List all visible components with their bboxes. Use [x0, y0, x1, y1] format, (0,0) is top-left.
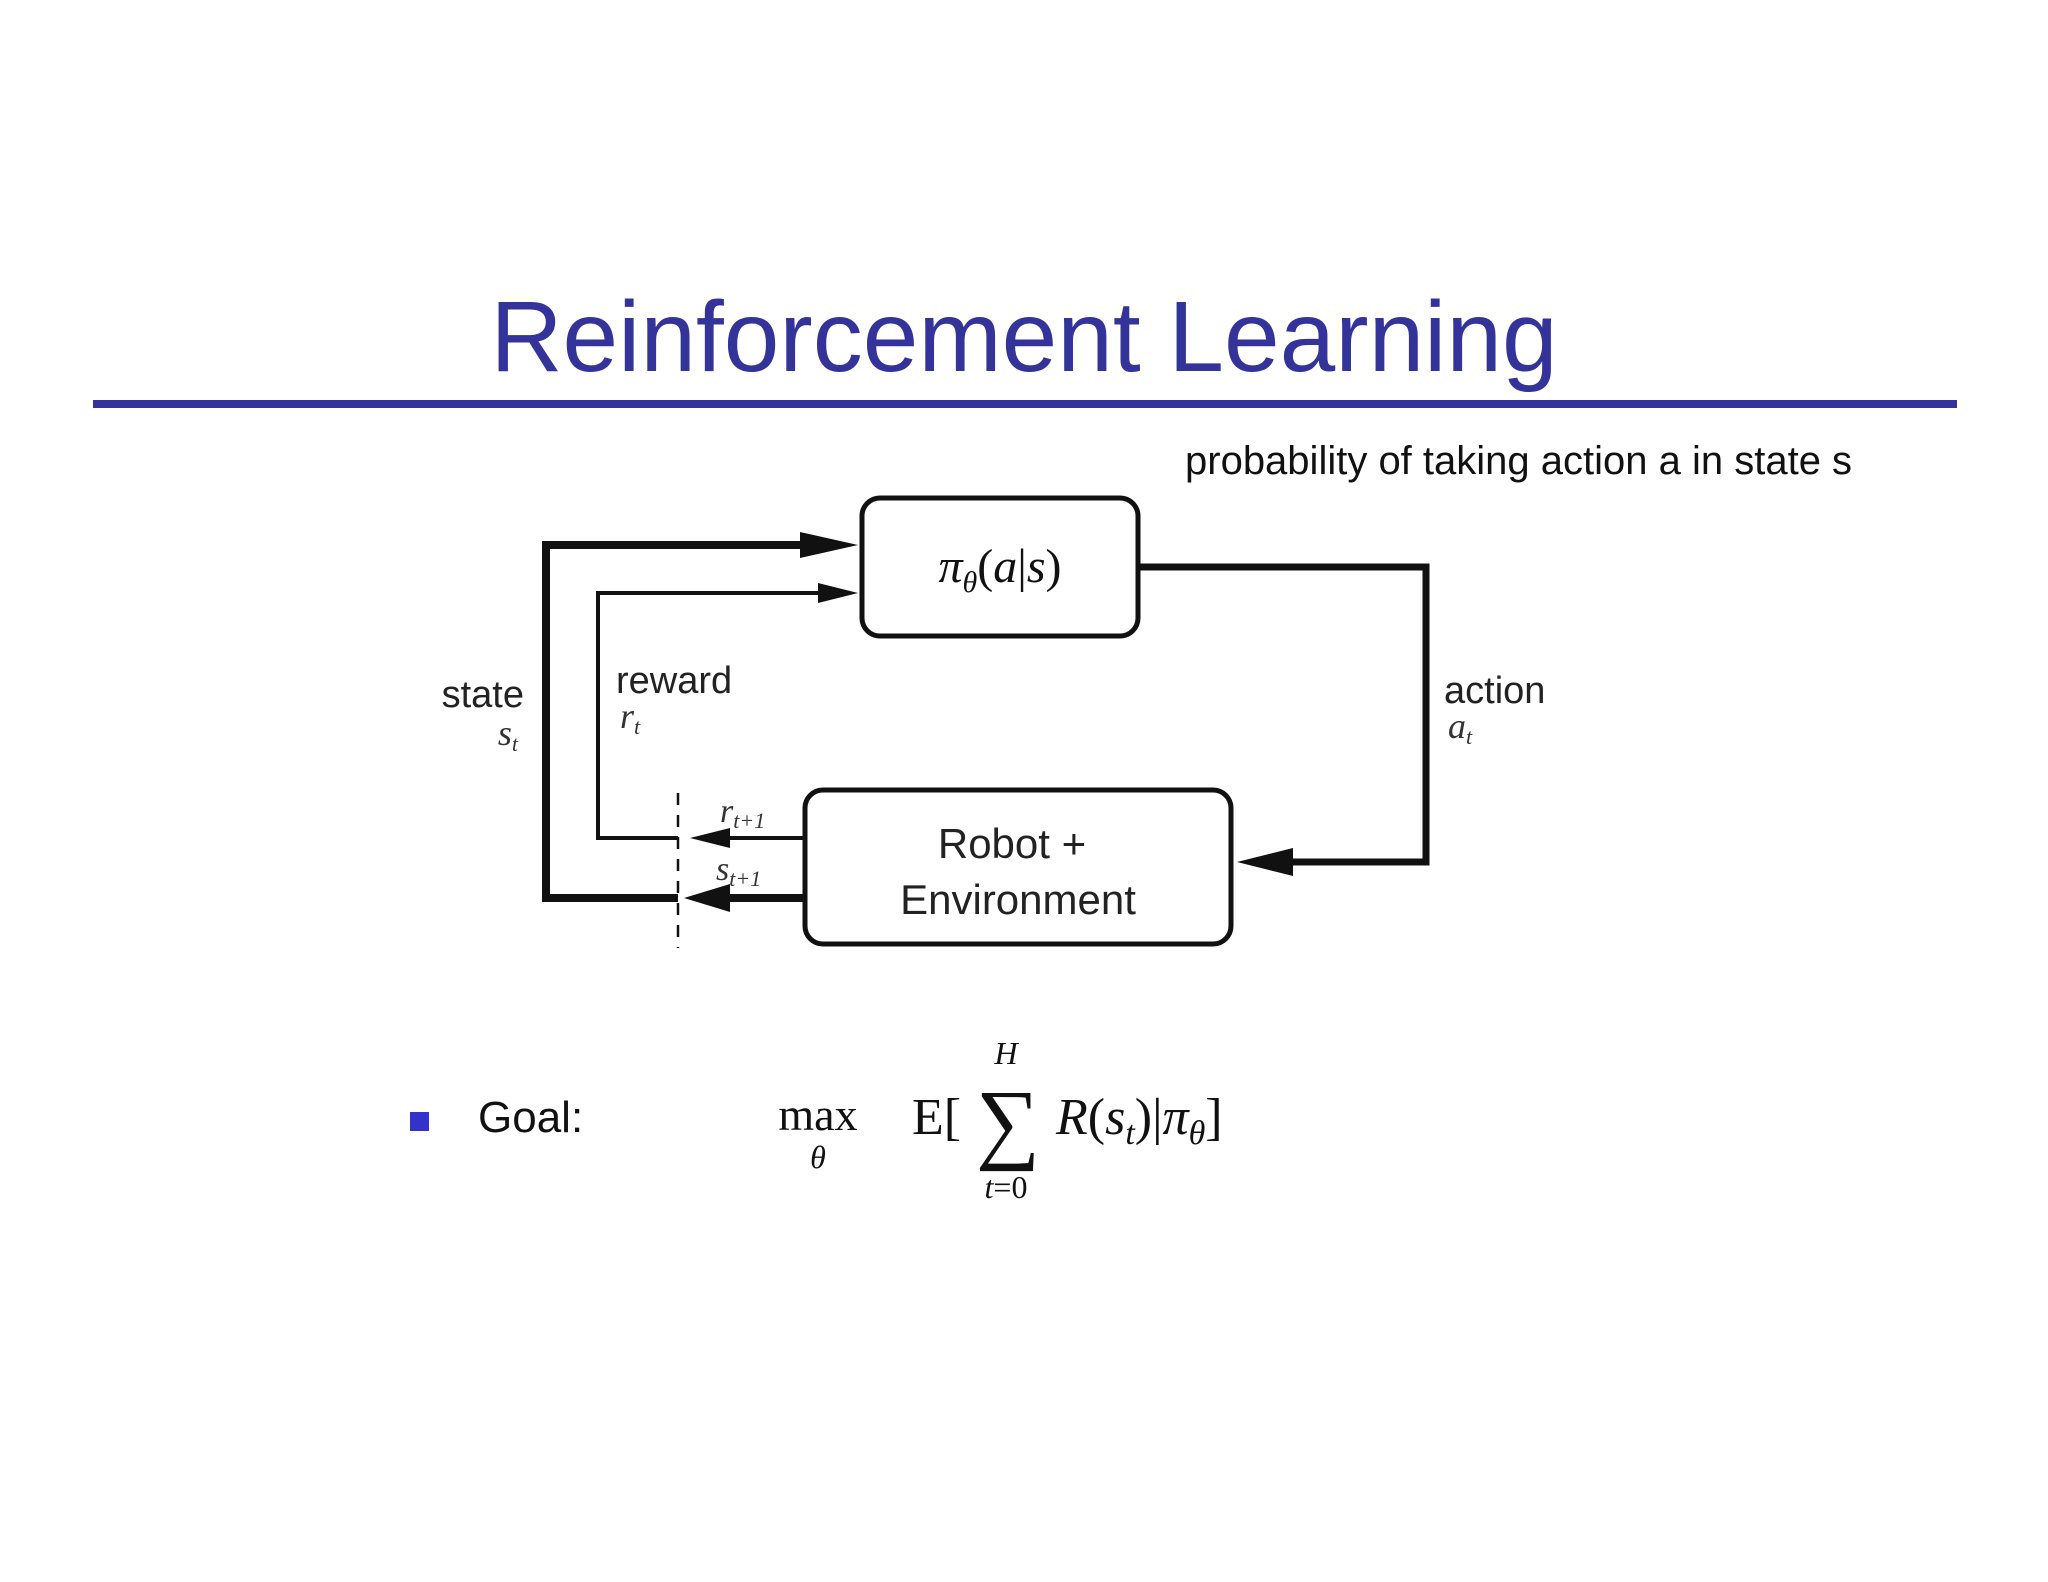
policy-box [859, 495, 1141, 639]
formula-max-subscript: θ [810, 1139, 826, 1175]
environment-label-line1: Robot + [938, 820, 1086, 867]
goal-bullet [410, 1112, 429, 1131]
action-path [1140, 563, 1430, 866]
action-symbol: at [1448, 706, 1473, 749]
action-arrowhead [1237, 848, 1293, 876]
reward-arrowhead [818, 583, 858, 603]
next-reward-symbol: rt+1 [720, 793, 765, 833]
state-symbol: st [498, 713, 519, 756]
goal-label: Goal: [478, 1093, 584, 1142]
reward-symbol: rt [620, 696, 641, 739]
slide-title: Reinforcement Learning [490, 281, 1558, 393]
next-reward-arrowhead [690, 828, 730, 848]
environment-box [802, 787, 1234, 947]
formula-max: max [778, 1089, 857, 1140]
formula-sum-upper: H [993, 1035, 1019, 1071]
formula-body: R(st)|πθ] [1055, 1089, 1223, 1152]
formula-sum-lower: t=0 [985, 1169, 1028, 1205]
action-label: action [1444, 670, 1545, 712]
state-arrowhead [800, 532, 858, 558]
formula-sum-sign: ∑ [976, 1073, 1040, 1172]
state-path [542, 541, 810, 902]
formula-expectation: E[ [912, 1089, 961, 1146]
environment-label-line2: Environment [900, 876, 1136, 923]
next-state-arrowhead [684, 884, 730, 912]
reward-label: reward [616, 660, 732, 702]
title-divider [93, 400, 1957, 408]
reward-path [596, 591, 828, 840]
policy-label: πθ(a|s) [938, 540, 1061, 599]
state-label: state [442, 674, 524, 716]
next-state-symbol: st+1 [716, 851, 761, 891]
policy-annotation: probability of taking action a in state … [1185, 439, 1853, 483]
